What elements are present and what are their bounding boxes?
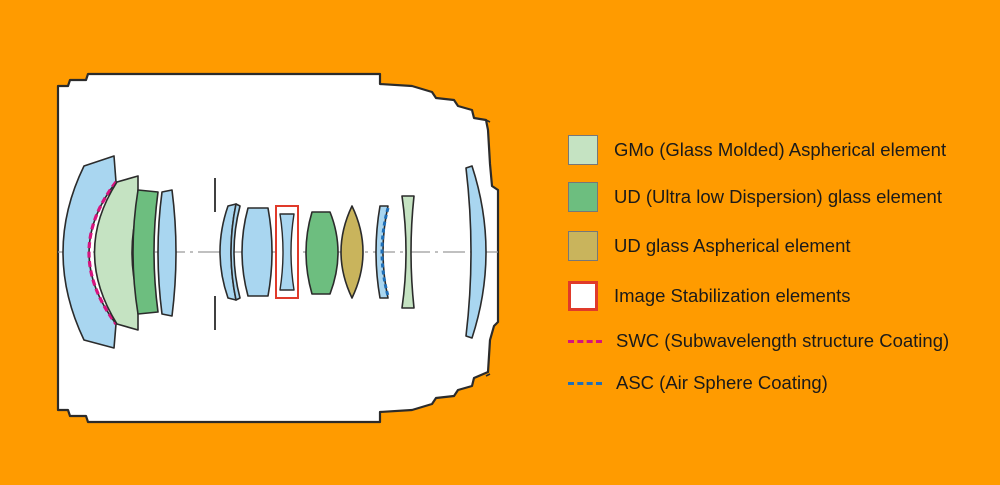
swc-dash-icon: [568, 339, 602, 343]
lens-element-rear-large: [465, 165, 487, 339]
asc-coating: [380, 207, 390, 297]
barrel-detail: [57, 86, 491, 410]
asc-dash-icon: [568, 381, 602, 385]
gmo-swatch: [568, 135, 598, 165]
legend-item-ud-aspherical: UD glass Aspherical element: [568, 228, 851, 264]
ud-swatch: [568, 182, 598, 212]
legend-item-swc: SWC (Subwavelength structure Coating): [568, 323, 949, 359]
lens-element-rear-3: [241, 207, 273, 297]
lens-element-ud-rear: [305, 211, 339, 295]
lens-element-front-meniscus: [62, 155, 117, 349]
legend-item-ud: UD (Ultra low Dispersion) glass element: [568, 179, 942, 215]
legend-item-image-stabilization: Image Stabilization elements: [568, 278, 851, 314]
legend-item-asc: ASC (Air Sphere Coating): [568, 365, 828, 401]
legend-label-ud-aspherical: UD glass Aspherical element: [614, 235, 851, 256]
legend-label-gmo: GMo (Glass Molded) Aspherical element: [614, 139, 947, 160]
legend-item-gmo: GMo (Glass Molded) Aspherical element: [568, 132, 946, 168]
legend-label-ud: UD (Ultra low Dispersion) glass element: [614, 186, 942, 207]
legend-label-image-stabilization: Image Stabilization elements: [614, 285, 851, 306]
lens-element-ud-aspherical: [340, 205, 364, 299]
legend-label-swc: SWC (Subwavelength structure Coating): [616, 330, 950, 351]
lens-element-gmo-rear: [401, 195, 415, 309]
ud-aspherical-swatch: [568, 231, 598, 261]
lens-element-is: [279, 213, 295, 291]
lens-element-thin-front: [157, 189, 177, 317]
lens-element-rear-2: [230, 203, 241, 301]
swc-coating: [87, 181, 118, 325]
lens-element-ud-front: [132, 189, 159, 315]
image-stabilization-swatch: [568, 281, 598, 311]
legend-label-asc: ASC (Air Sphere Coating): [616, 372, 828, 393]
